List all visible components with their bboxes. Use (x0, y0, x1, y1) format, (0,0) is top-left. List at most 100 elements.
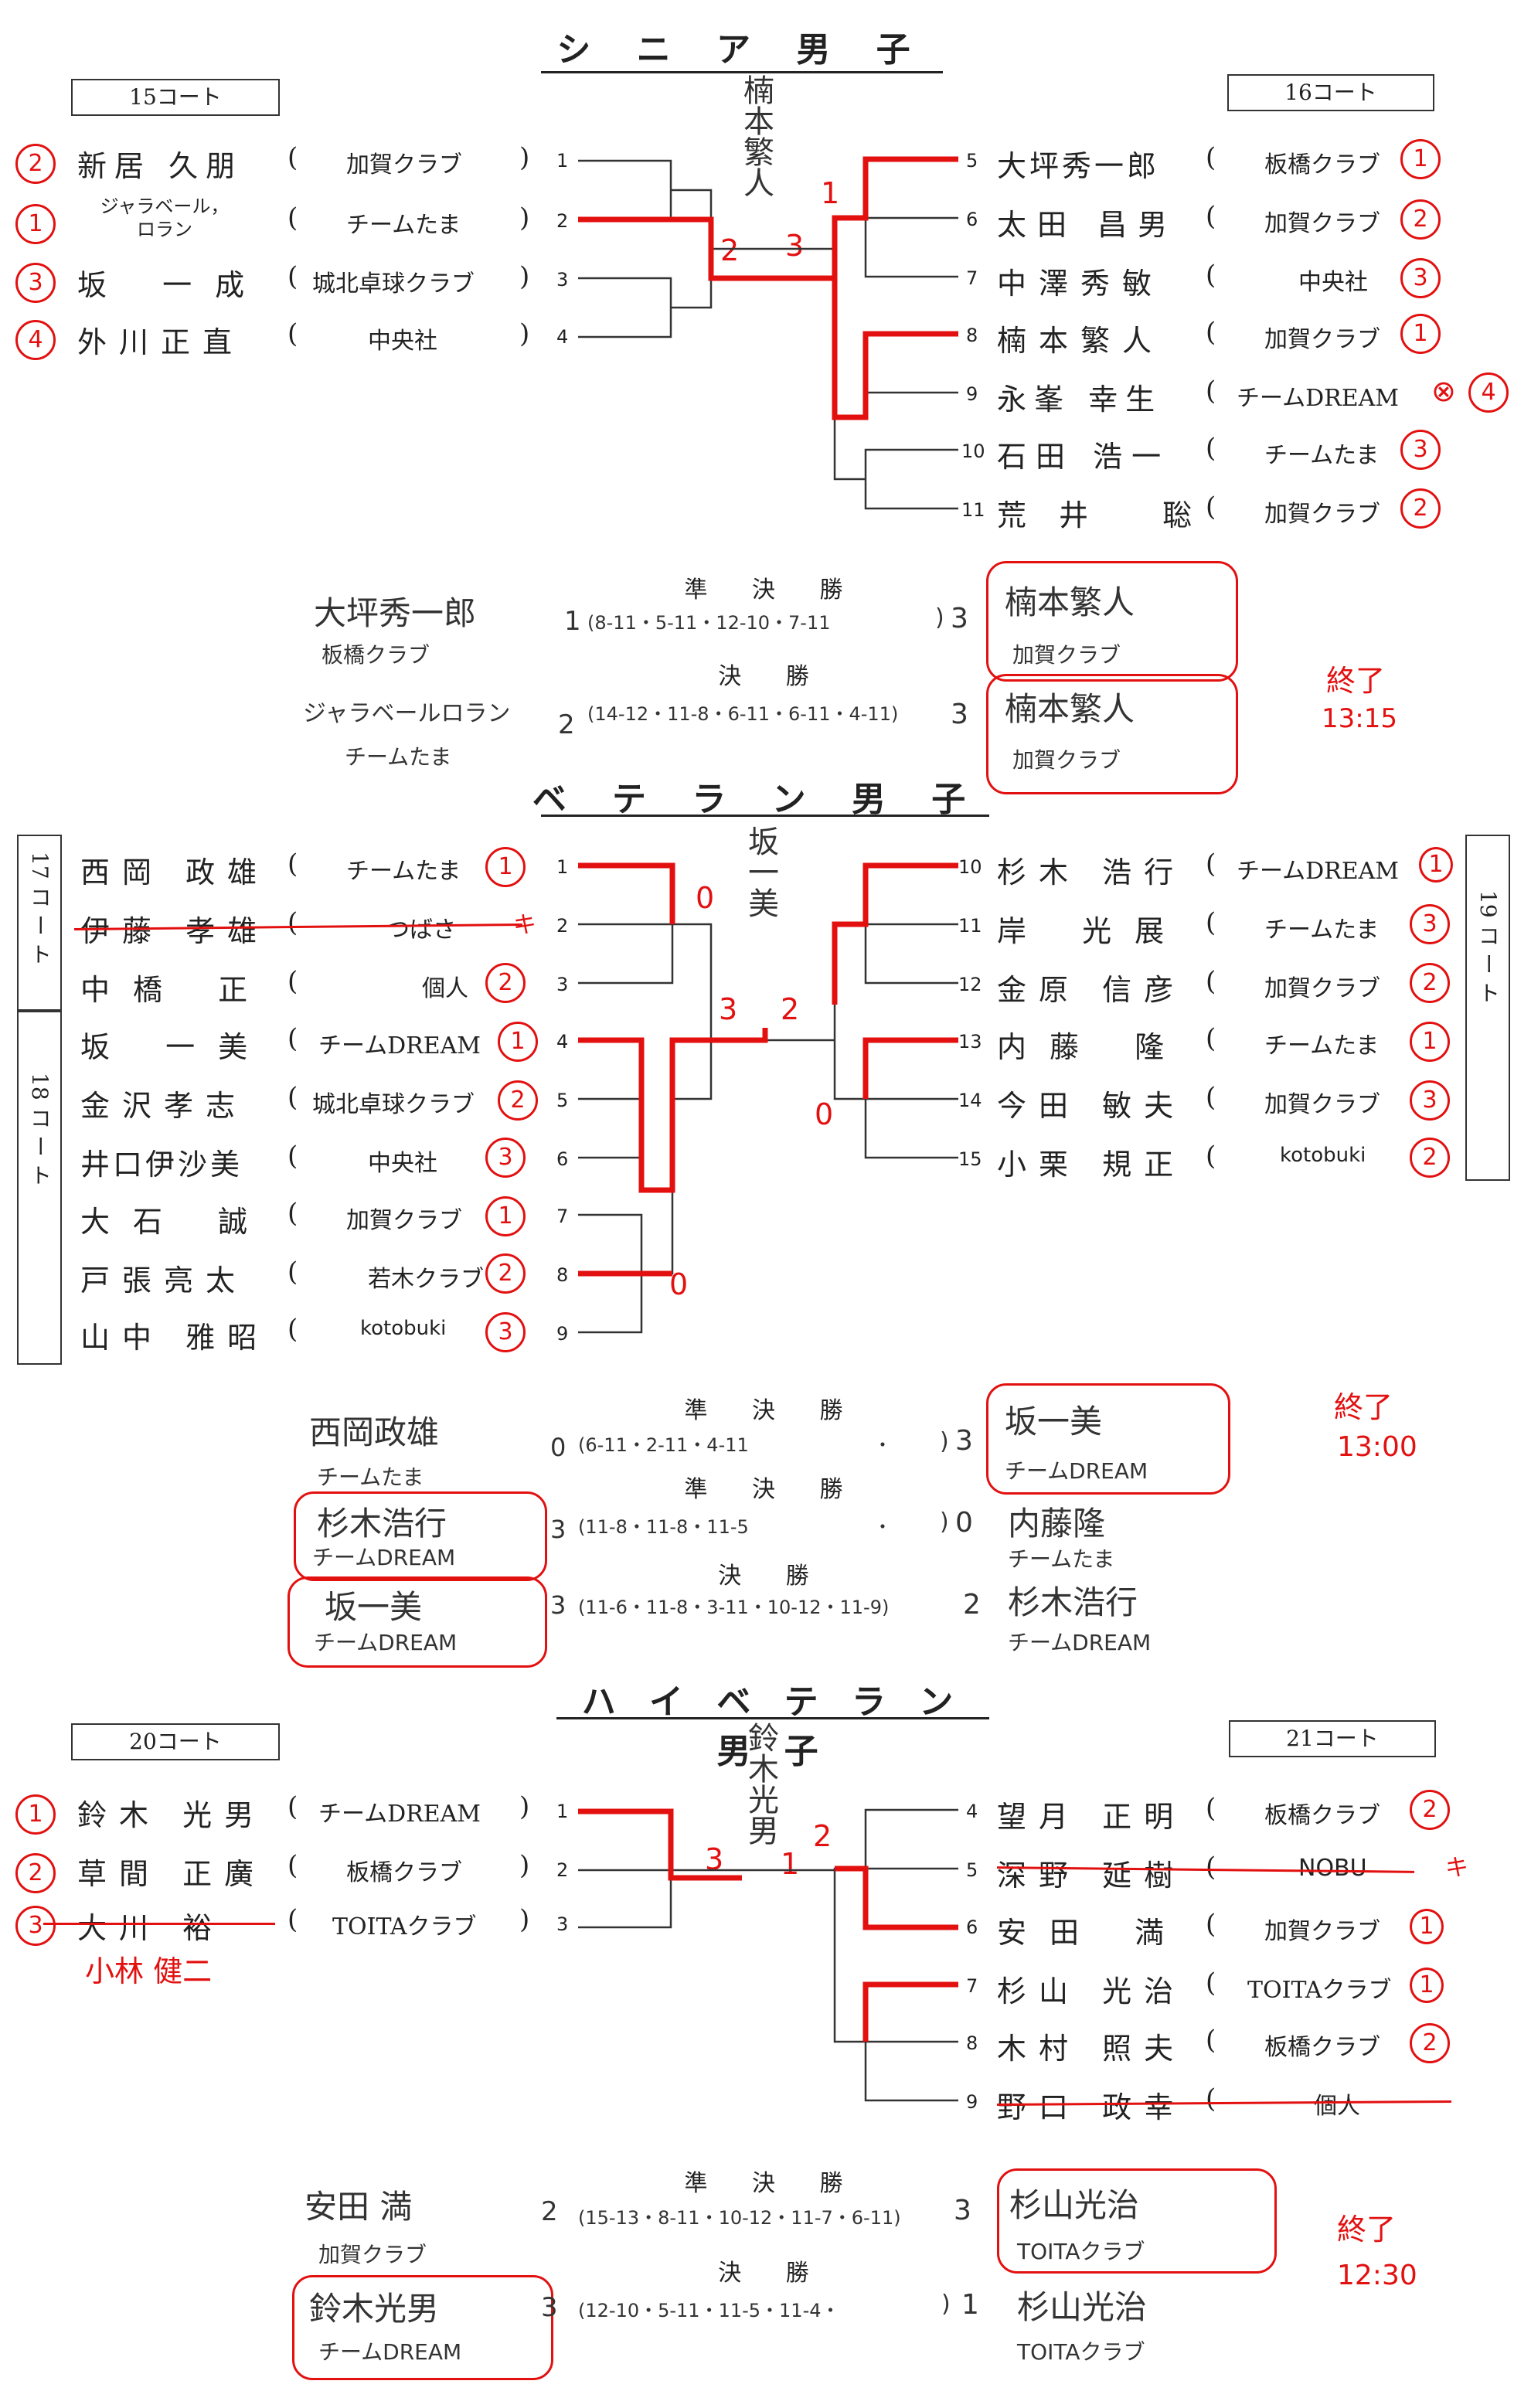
rank-circle: 2 (1410, 1138, 1450, 1178)
bracket-number: 5 (556, 1090, 569, 1111)
rank-circle: 2 (1400, 488, 1441, 529)
veteran-title-rule (541, 815, 989, 817)
bracket-score: 0 (815, 1097, 834, 1131)
bracket-number: 7 (966, 267, 978, 289)
player-club: TOITAクラブ (1247, 1977, 1392, 2004)
bracket-score: 2 (720, 233, 740, 267)
bracket-line (833, 216, 866, 368)
bracket-number: 4 (966, 1801, 978, 1822)
bracket-line (864, 158, 958, 278)
player-club: チームDREAM (318, 1032, 481, 1059)
player-club: 中央社 (368, 1150, 437, 1177)
bracket-number: 9 (966, 383, 978, 405)
bracket-line (578, 1039, 643, 1159)
player-club: 個人 (1314, 2093, 1360, 2120)
paren-close: ) (519, 1850, 530, 1881)
player-name: 戸張亮太 (80, 1264, 248, 1298)
bracket-number: 1 (556, 150, 569, 172)
player-club: チームたま (346, 212, 461, 239)
bracket-number: 4 (556, 326, 569, 348)
semi-right-name: 楠本繁人 (1005, 583, 1135, 621)
winner-vertical-name: 坂一美 (743, 825, 778, 918)
player-club: 中央社 (368, 328, 437, 355)
withdrawn-strike (43, 1923, 275, 1925)
player-club: kotobuki (1280, 1144, 1366, 1167)
player-name: 杉山 光治 (997, 1974, 1186, 2008)
final-right-name: 杉木浩行 (1008, 1583, 1138, 1621)
semi-left-score: 1 (564, 606, 581, 637)
winner-path (832, 862, 958, 1005)
player-name: 大坪秀一郎 (997, 149, 1160, 183)
semi2-left-name: 杉木浩行 (317, 1505, 447, 1542)
rank-circle: 2 (15, 144, 56, 184)
final-left-score: 3 (550, 1590, 566, 1620)
player-name: 杉木 浩行 (997, 855, 1186, 889)
semifinal-label: 準 決 勝 (684, 1476, 862, 1503)
court-20-label: 20コート (71, 1723, 280, 1760)
bracket-number: 7 (556, 1206, 569, 1227)
semi-right-paren: ) (935, 604, 944, 631)
bracket-score: 2 (813, 1819, 832, 1853)
player-name: 中橋 正 (80, 973, 271, 1007)
paren-open: ( (287, 1904, 298, 1935)
paren-open: ( (287, 1023, 298, 1054)
final-game-scores: (12-10・5-11・11-5・11-4・ (578, 2300, 840, 2321)
bracket-number: 6 (966, 209, 978, 230)
bracket-number: 2 (556, 1859, 569, 1881)
bracket-line (864, 864, 958, 985)
rank-circle: 2 (15, 1853, 56, 1893)
semifinal-label: 準 決 勝 (684, 576, 862, 604)
end-note: 終了 (1326, 664, 1386, 698)
semifinal-label: 準 決 勝 (684, 1397, 862, 1424)
player-club: 加賀クラブ (1264, 326, 1380, 353)
player-club: 板橋クラブ (346, 1859, 462, 1886)
paren-open: ( (287, 1850, 298, 1881)
player-club: 板橋クラブ (1264, 151, 1380, 179)
final-right-club: TOITAクラブ (1017, 2339, 1145, 2365)
paren-close: ) (519, 202, 530, 233)
bracket-number: 1 (556, 1801, 569, 1822)
semi-game-scores: (8-11・5-11・12-10・7-11 (587, 612, 831, 634)
court-15-label: 15コート (71, 79, 280, 116)
final-left-club: チームたま (345, 744, 452, 770)
bracket-number: 10 (961, 440, 985, 462)
rank-circle: 1 (485, 847, 526, 887)
semi2-left-score: 3 (550, 1515, 566, 1544)
paren-open: ( (287, 849, 298, 879)
bracket-number: 5 (966, 1859, 978, 1881)
paren-open: ( (287, 318, 298, 349)
player-club: チームたま (1264, 1032, 1380, 1059)
semi-left-score: 2 (541, 2196, 558, 2227)
semi-right-club: TOITAクラブ (1017, 2239, 1145, 2264)
paren-open: ( (287, 142, 298, 173)
semi-right-name: 杉山光治 (1009, 2186, 1140, 2224)
bracket-number: 8 (966, 325, 978, 346)
semi1-game-scores: (6-11・2-11・4-11 (578, 1434, 749, 1456)
court-18-text: 18 コ ー ト (27, 1073, 53, 1186)
paren-open: ( (1206, 1141, 1216, 1172)
player-club: 中央社 (1298, 269, 1368, 296)
final-label: 決 勝 (718, 1563, 828, 1590)
rank-circle: 2 (1410, 1790, 1450, 1830)
player-name: 伊藤 孝雄 (80, 914, 270, 948)
semi-left-club: 板橋クラブ (322, 642, 430, 668)
paren-open: ( (1206, 376, 1216, 406)
player-name: 望月 正明 (997, 1800, 1186, 1834)
rank-circle: 1 (1419, 847, 1453, 883)
paren-open: ( (1206, 491, 1216, 522)
end-note: 終了 (1337, 2212, 1397, 2246)
semi2-right-club: チームたま (1008, 1546, 1115, 1572)
bracket-number: 13 (958, 1031, 982, 1053)
winner-highlight-box (986, 674, 1238, 794)
paren-open: ( (1206, 1023, 1216, 1054)
paren-open: ( (1206, 907, 1216, 938)
final-right-name: 杉山光治 (1017, 2288, 1148, 2326)
paren-open: ( (1206, 1082, 1216, 1113)
semi2-right-paren: ) (940, 1508, 949, 1536)
semi-right-score: 3 (954, 2195, 971, 2226)
substitute-name: 小林 健二 (85, 1954, 213, 1988)
bracket-line (864, 1983, 958, 2102)
bracket-number: 10 (958, 856, 982, 878)
player-name: 新居 久朋 (77, 149, 243, 183)
semi1-left-club: チームたま (317, 1464, 424, 1490)
